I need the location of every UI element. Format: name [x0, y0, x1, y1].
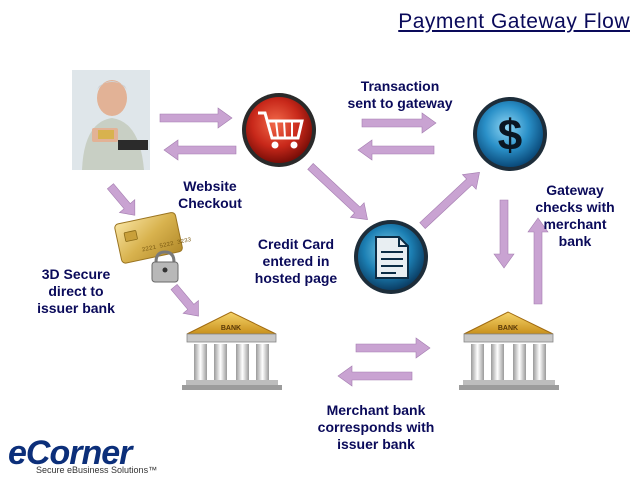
arrow-merchant-to-issuer-bank	[337, 365, 413, 387]
label-merchant-bank: Merchant bank corresponds with issuer ba…	[317, 402, 435, 452]
arrow-merchant-bank-to-gateway	[527, 217, 549, 305]
diagram-title: Payment Gateway Flow	[398, 10, 630, 33]
arrow-customer-to-checkout	[159, 107, 233, 129]
arrow-hosted-page-to-gateway	[419, 172, 480, 229]
merchant-bank-icon	[459, 311, 559, 390]
credit-card-lock-icon: 2221 5222 3233	[114, 212, 192, 283]
ecorner-tagline: Secure eBusiness Solutions™	[36, 465, 158, 475]
arrow-gateway-to-merchant-bank	[493, 199, 515, 269]
arrow-issuer-to-merchant-bank	[355, 337, 431, 359]
arrow-gateway-to-checkout	[357, 139, 435, 161]
issuer-bank-icon	[182, 311, 282, 390]
arrow-card-to-issuer-bank	[170, 283, 199, 317]
arrow-checkout-to-gateway	[361, 112, 437, 134]
label-transaction-sent: Transaction sent to gateway	[347, 78, 453, 111]
dollar-icon: $	[473, 97, 547, 171]
label-gateway-checks: Gateway checks with merchant bank	[535, 182, 615, 249]
merchant-bank-sign: BANK	[498, 325, 518, 332]
label-website-checkout: Website Checkout	[178, 178, 242, 211]
ecorner-logo: eCorner	[8, 434, 132, 472]
svg-text:$: $	[498, 111, 522, 160]
arrow-checkout-to-customer	[163, 139, 237, 161]
issuer-bank-sign: BANK	[221, 325, 241, 332]
document-icon	[354, 220, 428, 294]
customer-photo-icon	[72, 70, 150, 170]
arrow-customer-to-card	[106, 183, 136, 216]
shopping-cart-icon	[242, 93, 316, 167]
arrow-checkout-to-hosted-page	[307, 163, 368, 220]
label-credit-card-entered: Credit Card entered in hosted page	[254, 236, 338, 286]
label-3d-secure: 3D Secure direct to issuer bank	[37, 266, 115, 316]
